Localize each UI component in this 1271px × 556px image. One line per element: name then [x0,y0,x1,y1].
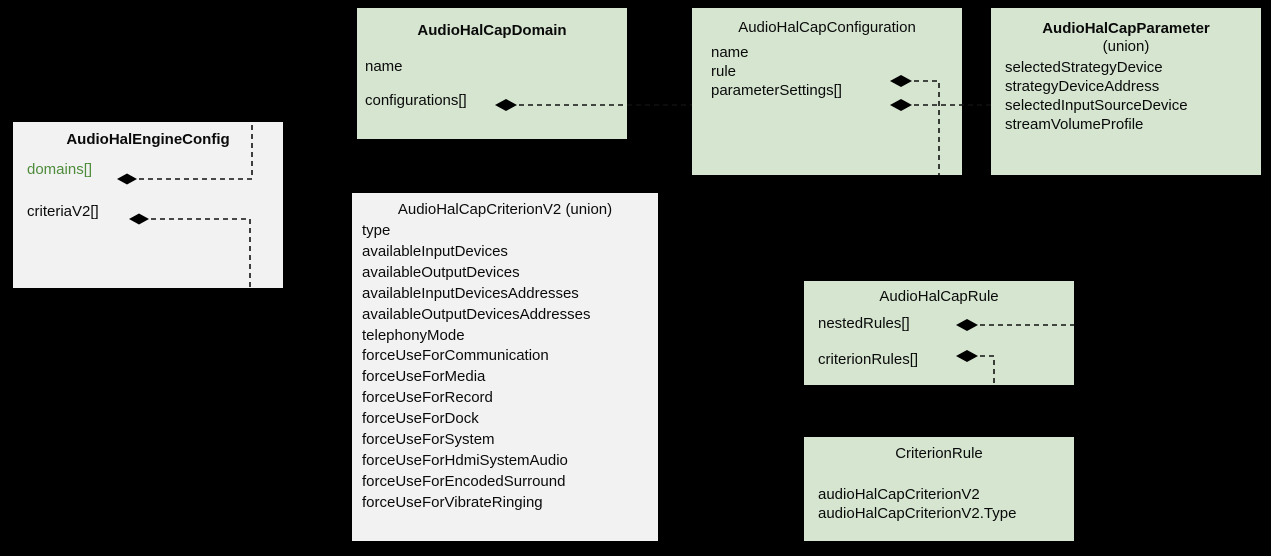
attribute-configurations: configurations[] [365,92,467,109]
class-box-audio-hal-cap-domain[interactable]: AudioHalCapDomain name configurations[] [357,8,627,139]
attribute-available-output-devices: availableOutputDevices [362,263,520,281]
attribute-force-use-for-system: forceUseForSystem [362,431,495,449]
attribute-criterion-rules: criterionRules[] [818,351,919,368]
class-title-text: AudioHalCapCriterionV2 [397,201,562,218]
attribute-available-input-devices-addresses: availableInputDevicesAddresses [362,284,579,302]
attribute-domains: domains[] [27,161,93,178]
attribute-force-use-for-media: forceUseForMedia [362,368,486,386]
class-title-audio-hal-cap-domain: AudioHalCapDomain [417,22,567,39]
attribute-type: type [362,222,391,239]
class-title-audio-hal-engine-config: AudioHalEngineConfig [66,131,230,148]
attribute-strategy-device-address: strategyDeviceAddress [1005,78,1160,95]
class-box-criterion-rule[interactable]: CriterionRule audioHalCapCriterionV2 aud… [804,437,1074,541]
class-subtitle-union: (union) [565,201,613,218]
class-title-criterion-rule: CriterionRule [895,445,983,462]
attribute-available-input-devices: availableInputDevices [362,242,508,260]
attribute-stream-volume-profile: streamVolumeProfile [1005,116,1144,133]
attribute-rule: rule [711,63,737,80]
class-title-audio-hal-cap-parameter: AudioHalCapParameter [1042,20,1210,37]
class-subtitle-union: (union) [1102,38,1150,55]
class-box-audio-hal-cap-rule[interactable]: AudioHalCapRule nestedRules[] criterionR… [804,281,1074,385]
attribute-force-use-for-communication: forceUseForCommunication [362,347,549,365]
class-title-audio-hal-cap-rule: AudioHalCapRule [879,288,999,305]
attribute-force-use-for-dock: forceUseForDock [362,410,479,428]
class-box-audio-hal-cap-parameter[interactable]: AudioHalCapParameter (union) selectedStr… [991,8,1261,175]
class-box-audio-hal-cap-configuration[interactable]: AudioHalCapConfiguration name rule param… [692,8,962,175]
attribute-name: name [711,44,749,61]
attribute-audio-hal-cap-criterion-v2-type: audioHalCapCriterionV2.Type [818,505,1017,522]
attribute-selected-strategy-device: selectedStrategyDevice [1005,59,1163,76]
attribute-audio-hal-cap-criterion-v2: audioHalCapCriterionV2 [818,486,980,503]
class-title-audio-hal-cap-criterion-v2: AudioHalCapCriterionV2 (union) [352,201,658,219]
attribute-force-use-for-encoded-surround: forceUseForEncodedSurround [362,472,566,490]
attribute-selected-input-source-device: selectedInputSourceDevice [1005,97,1188,114]
attribute-force-use-for-hdmi-system-audio: forceUseForHdmiSystemAudio [362,451,568,469]
attribute-telephony-mode: telephonyMode [362,326,465,344]
class-title-audio-hal-cap-configuration: AudioHalCapConfiguration [738,19,916,36]
attribute-name: name [365,58,403,75]
attribute-force-use-for-vibrate-ringing: forceUseForVibrateRinging [362,493,543,511]
class-box-audio-hal-cap-criterion-v2[interactable]: AudioHalCapCriterionV2 (union) type avai… [352,193,658,541]
class-box-audio-hal-engine-config[interactable]: AudioHalEngineConfig domains[] criteriaV… [13,122,283,288]
attribute-force-use-for-record: forceUseForRecord [362,389,493,407]
attribute-available-output-devices-addresses: availableOutputDevicesAddresses [362,305,591,323]
attribute-parameter-settings: parameterSettings[] [711,82,842,99]
attribute-criteriav2: criteriaV2[] [27,203,99,220]
attribute-nested-rules: nestedRules[] [818,315,910,332]
